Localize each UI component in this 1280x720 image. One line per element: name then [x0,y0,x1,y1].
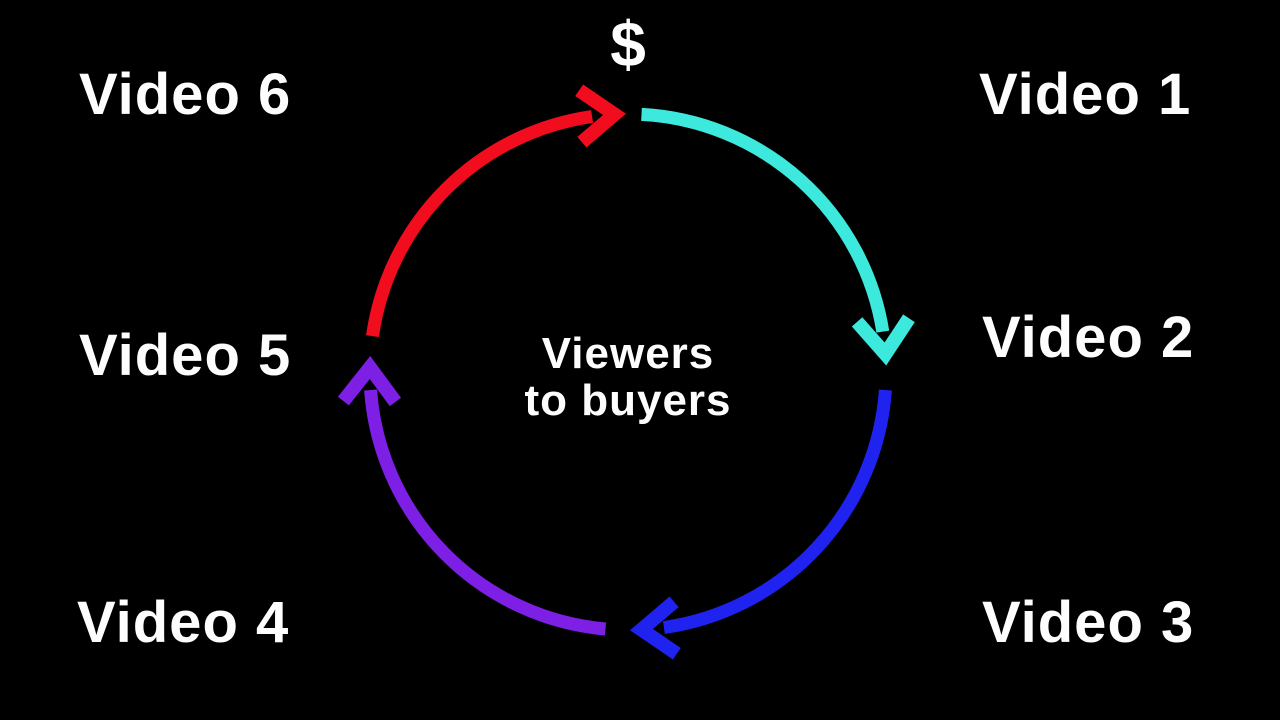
label-video-5: Video 5 [79,323,292,388]
arc-bottom-left [364,389,607,636]
label-video-3: Video 3 [982,590,1195,655]
arrowhead-top-icon [575,84,627,148]
center-label-line1: Viewers [541,329,715,378]
label-video-6: Video 6 [79,62,292,127]
arrowhead-left-icon [337,355,402,407]
label-video-4: Video 4 [77,590,290,655]
arrowhead-bottom-icon [629,596,681,660]
dollar-symbol: $ [610,8,646,80]
arc-top-left [366,110,594,338]
arc-bottom-right [662,389,892,634]
arc-top-right [641,107,890,333]
center-label-line2: to buyers [524,376,732,425]
center-label: Viewers to buyers [0,330,1256,424]
label-video-2: Video 2 [982,305,1195,370]
arrowhead-right-icon [851,314,915,366]
label-video-1: Video 1 [979,62,1192,127]
